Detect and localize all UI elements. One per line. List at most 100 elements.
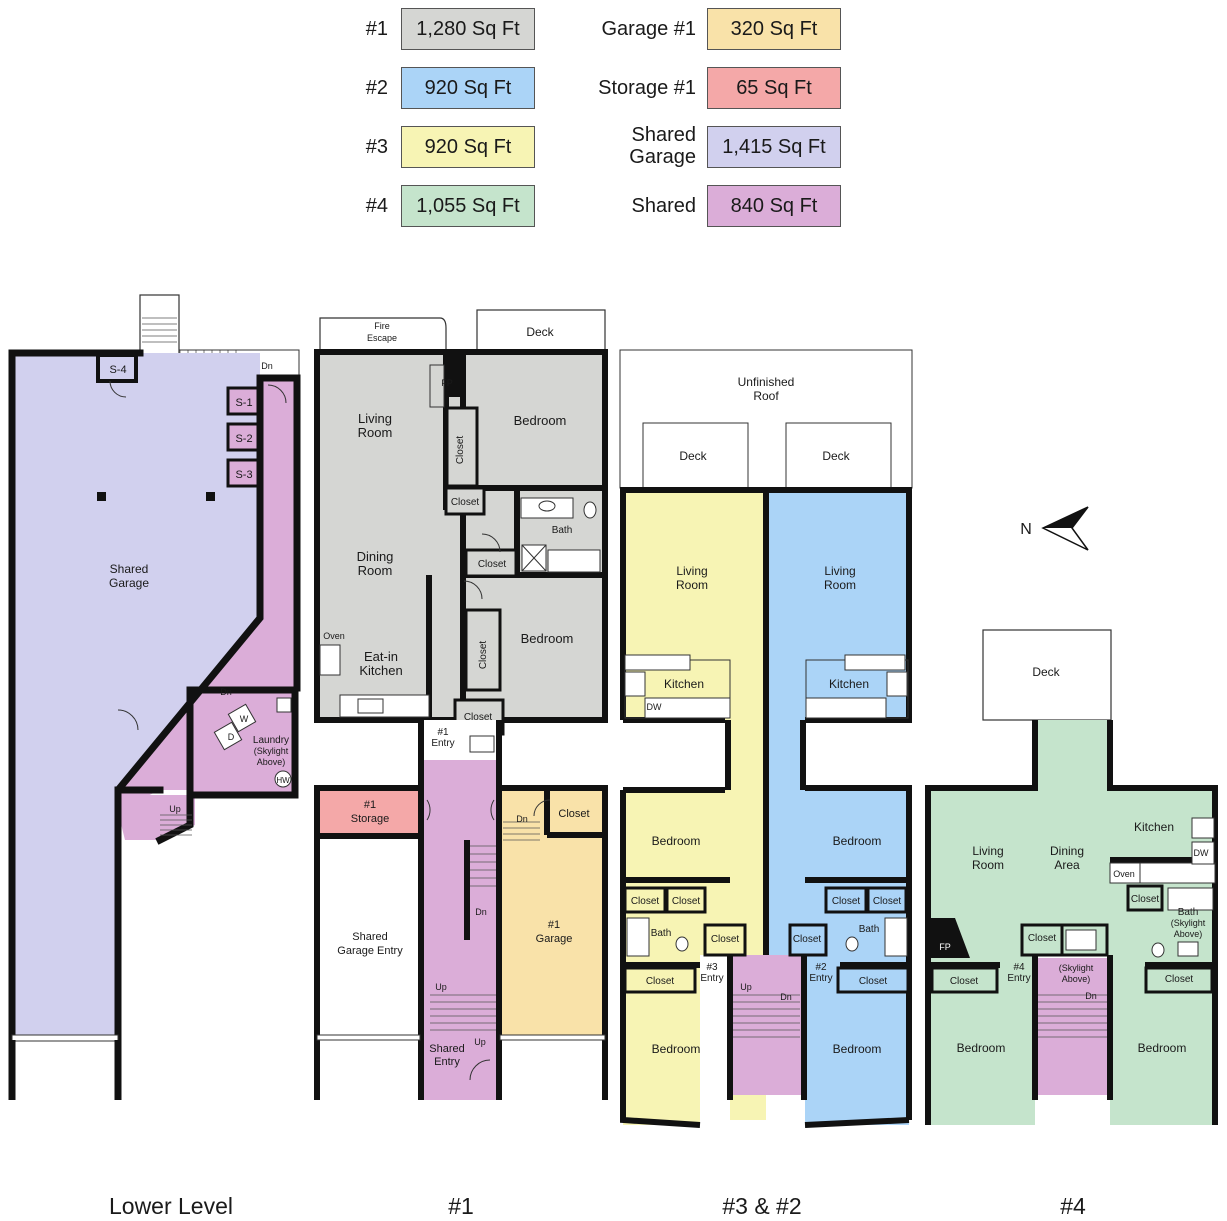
- unit1-bath-label: Bath: [552, 525, 573, 536]
- unit3-living-label-2: Room: [676, 578, 708, 592]
- unit4-skylight-label-1: (Skylight: [1059, 963, 1094, 973]
- unit4-bath-label-1: Bath: [1178, 907, 1199, 918]
- unit1-closet-2-label: Closet: [478, 559, 507, 570]
- unit2-closet-c-label: Closet: [793, 934, 822, 945]
- legend-swatch-unit4: 1,055 Sq Ft: [401, 185, 535, 227]
- garage1-label-1: #1: [548, 919, 560, 931]
- laundry-label-2: (Skylight: [254, 746, 289, 756]
- unit2-bedroom-top-label: Bedroom: [833, 834, 882, 848]
- unit2-entry-label-2: Entry: [809, 973, 832, 984]
- unit1-kitchen-label-1: Eat-in: [364, 649, 398, 664]
- legend-swatch-unit1: 1,280 Sq Ft: [401, 8, 535, 50]
- unit3-kitchen-label: Kitchen: [664, 677, 704, 691]
- unit32-dn-label: Dn: [780, 992, 792, 1002]
- s4-label: S-4: [109, 364, 126, 376]
- unit32-title: #3 & #2: [722, 1193, 802, 1219]
- unit4-dining-label-1: Dining: [1050, 844, 1084, 858]
- unit4-entry-label-1: #4: [1013, 962, 1025, 973]
- legend-swatch-unit2: 920 Sq Ft: [401, 67, 535, 109]
- unit4-fp-label: FP: [939, 942, 951, 952]
- unit3-unit2-plan: Unfinished Roof Deck Deck Living Room Li…: [619, 349, 913, 1128]
- legend-swatch-garage1: 320 Sq Ft: [707, 8, 841, 50]
- unit1-closet-1-label: Closet: [451, 497, 480, 508]
- s1-label: S-1: [235, 397, 252, 409]
- unit2-kitchen-label: Kitchen: [829, 677, 869, 691]
- unit1-dining-label-1: Dining: [357, 549, 394, 564]
- unit4-bath-label-2: (Skylight: [1171, 918, 1206, 928]
- s2-label: S-2: [235, 433, 252, 445]
- unit4-closet-a-label: Closet: [1131, 894, 1160, 905]
- unit1-kitchen-label-2: Kitchen: [359, 663, 402, 678]
- unit4-closet-c-label: Closet: [950, 976, 979, 987]
- north-arrow-label: N: [1020, 521, 1032, 538]
- shared-entry-label-1: Shared: [429, 1043, 464, 1055]
- legend-label-unit4: #4: [365, 195, 388, 217]
- shared-garage-label-2: Garage: [109, 576, 149, 590]
- unit4-title: #4: [1060, 1193, 1086, 1219]
- washer-label: W: [240, 714, 249, 724]
- legend-swatch-shared-garage: 1,415 Sq Ft: [707, 126, 841, 168]
- unit4-entry-label-2: Entry: [1007, 973, 1030, 984]
- dryer-label: D: [228, 732, 235, 742]
- shared-stair-dn-label: Dn: [475, 907, 487, 917]
- s3-label: S-3: [235, 469, 252, 481]
- legend-swatch-unit3: 920 Sq Ft: [401, 126, 535, 168]
- laundry-label-1: Laundry: [253, 735, 289, 746]
- laundry-dn-label: Dn: [220, 687, 232, 697]
- fire-escape-label-2: Escape: [367, 333, 397, 343]
- fire-escape-label-1: Fire: [374, 321, 390, 331]
- unit3-bedroom-top-label: Bedroom: [652, 834, 701, 848]
- unit4-closet-d-label: Closet: [1165, 974, 1194, 985]
- legend-label-shared-garage: Shared Garage: [629, 124, 696, 168]
- unit2-living-label-1: Living: [824, 564, 855, 578]
- unit3-closet-c-label: Closet: [711, 934, 740, 945]
- unit1-entry-label-2: Entry: [431, 738, 454, 749]
- unit2-bath-label: Bath: [859, 924, 880, 935]
- laundry-label-3: Above): [257, 757, 286, 767]
- unit3-living-label-1: Living: [676, 564, 707, 578]
- unit3-entry-label-1: #3: [706, 962, 718, 973]
- unit1-bedroom-front-label: Bedroom: [521, 631, 574, 646]
- unit3-closet-a-label: Closet: [631, 896, 660, 907]
- legend-label-unit3: #3: [365, 136, 388, 158]
- unit4-kitchen-label: Kitchen: [1134, 820, 1174, 834]
- water-heater-label: HW: [276, 776, 290, 785]
- unit1-plan: Fire Escape Deck FP Living Room Bedroom …: [314, 309, 608, 760]
- north-arrow: N: [1020, 506, 1089, 551]
- garage1-label-2: Garage: [536, 933, 573, 945]
- legend-label-unit2: #2: [365, 77, 388, 99]
- shared-entry-label-2: Entry: [434, 1056, 460, 1068]
- lower-level-title: Lower Level: [108, 1193, 234, 1219]
- unit4-living-label-1: Living: [972, 844, 1003, 858]
- unit4-closet-b-label: Closet: [1028, 933, 1057, 944]
- unit1-closet-vertical-2-label: Closet: [478, 641, 489, 670]
- unit3-bedroom-bottom-label: Bedroom: [652, 1042, 701, 1056]
- legend-swatch-storage1: 65 Sq Ft: [707, 67, 841, 109]
- legend-label-unit1: #1: [365, 18, 388, 40]
- unit2-deck-label: Deck: [822, 449, 850, 463]
- legend-label-garage1: Garage #1: [601, 18, 696, 40]
- unit4-deck-label: Deck: [1032, 665, 1060, 679]
- unit2-entry-label-1: #2: [815, 962, 827, 973]
- unit3-closet-b-label: Closet: [672, 896, 701, 907]
- unit4-dn-label: Dn: [1085, 991, 1097, 1001]
- storage1-label-1: #1: [364, 799, 376, 811]
- unit1-bedroom-rear-label: Bedroom: [514, 413, 567, 428]
- unit1-entry-label-1: #1: [437, 727, 449, 738]
- unit1-closet-3-label: Closet: [464, 712, 493, 723]
- unit4-oven-label: Oven: [1113, 869, 1135, 879]
- storage1-label-2: Storage: [351, 813, 390, 825]
- unit3-deck-label: Deck: [679, 449, 707, 463]
- shared-stair-up-label-1: Up: [435, 982, 447, 992]
- unit1-ground-plan: #1 Storage Shared Garage Entry #1 Garage…: [314, 760, 608, 1100]
- legend-swatch-shared: 840 Sq Ft: [707, 185, 841, 227]
- unit2-closet-a-label: Closet: [832, 896, 861, 907]
- unit1-oven-label: Oven: [323, 631, 345, 641]
- shared-garage-entry-label-1: Shared: [352, 931, 387, 943]
- unit2-living-label-2: Room: [824, 578, 856, 592]
- shared-garage-entry-label-2: Garage Entry: [337, 945, 403, 957]
- unit4-dw-label: DW: [1194, 848, 1209, 858]
- unit2-bedroom-bottom-label: Bedroom: [833, 1042, 882, 1056]
- unit4-dining-label-2: Area: [1054, 858, 1080, 872]
